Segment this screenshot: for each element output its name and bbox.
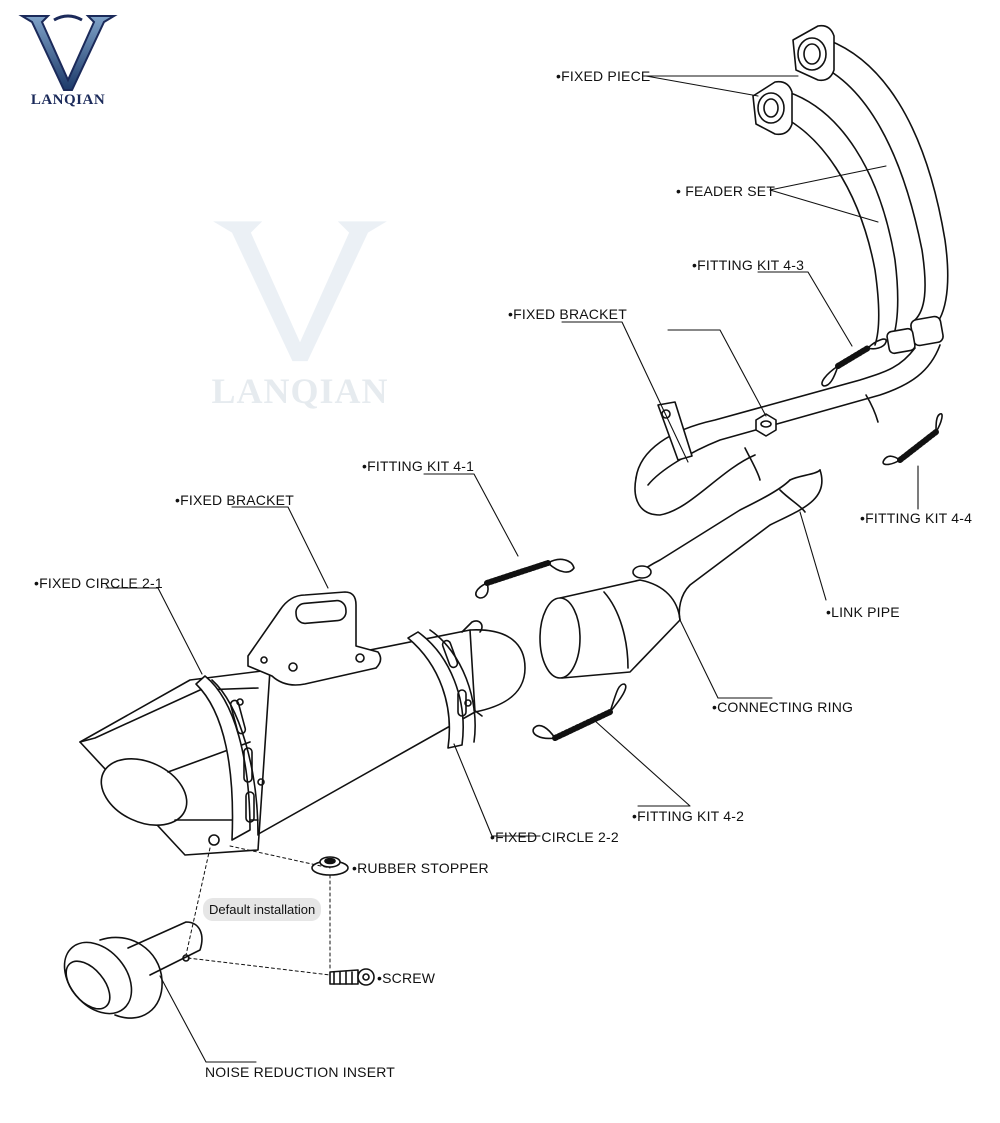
label-screw: •SCREW	[377, 970, 436, 986]
leader-lines	[105, 75, 919, 1063]
label-feader-set: • FEADER SET	[676, 183, 776, 199]
brand-logo: LANQIAN	[18, 10, 118, 110]
label-fixed-bracket-bottom: •FIXED BRACKET	[175, 492, 294, 508]
watermark-text: LANQIAN	[211, 371, 389, 411]
default-installation-note: Default installation	[203, 898, 322, 921]
muffler	[79, 591, 526, 856]
label-fixed-circle-2-2: •FIXED CIRCLE 2-2	[490, 829, 619, 845]
logo-v-mark-icon	[18, 14, 118, 91]
label-noise-reduction-insert: NOISE REDUCTION INSERT	[205, 1064, 396, 1080]
springs	[475, 338, 943, 741]
label-fitting-kit-4-2: •FITTING KIT 4-2	[632, 808, 745, 824]
noise-reduction-insert	[63, 921, 203, 1019]
label-fixed-bracket-top: •FIXED BRACKET	[508, 306, 627, 322]
label-link-pipe: •LINK PIPE	[826, 604, 900, 620]
installation-guides	[185, 845, 331, 976]
label-connecting-ring: •CONNECTING RING	[712, 699, 854, 715]
label-fitting-kit-4-4: •FITTING KIT 4-4	[860, 510, 973, 526]
watermark: LANQIAN	[200, 210, 400, 420]
watermark-v-icon	[213, 221, 387, 362]
mid-pipe	[634, 344, 941, 516]
logo-text: LANQIAN	[30, 92, 106, 108]
label-rubber-stopper: •RUBBER STOPPER	[352, 860, 489, 876]
link-pipe	[632, 469, 823, 621]
header-pipes	[752, 24, 949, 355]
small-hardware	[311, 856, 375, 986]
connecting-ring	[539, 579, 681, 679]
label-fixed-piece: •FIXED PIECE	[556, 68, 651, 84]
label-fixed-circle-2-1: •FIXED CIRCLE 2-1	[34, 575, 163, 591]
label-fitting-kit-4-3: •FITTING KIT 4-3	[692, 257, 805, 273]
label-fitting-kit-4-1: •FITTING KIT 4-1	[362, 458, 475, 474]
